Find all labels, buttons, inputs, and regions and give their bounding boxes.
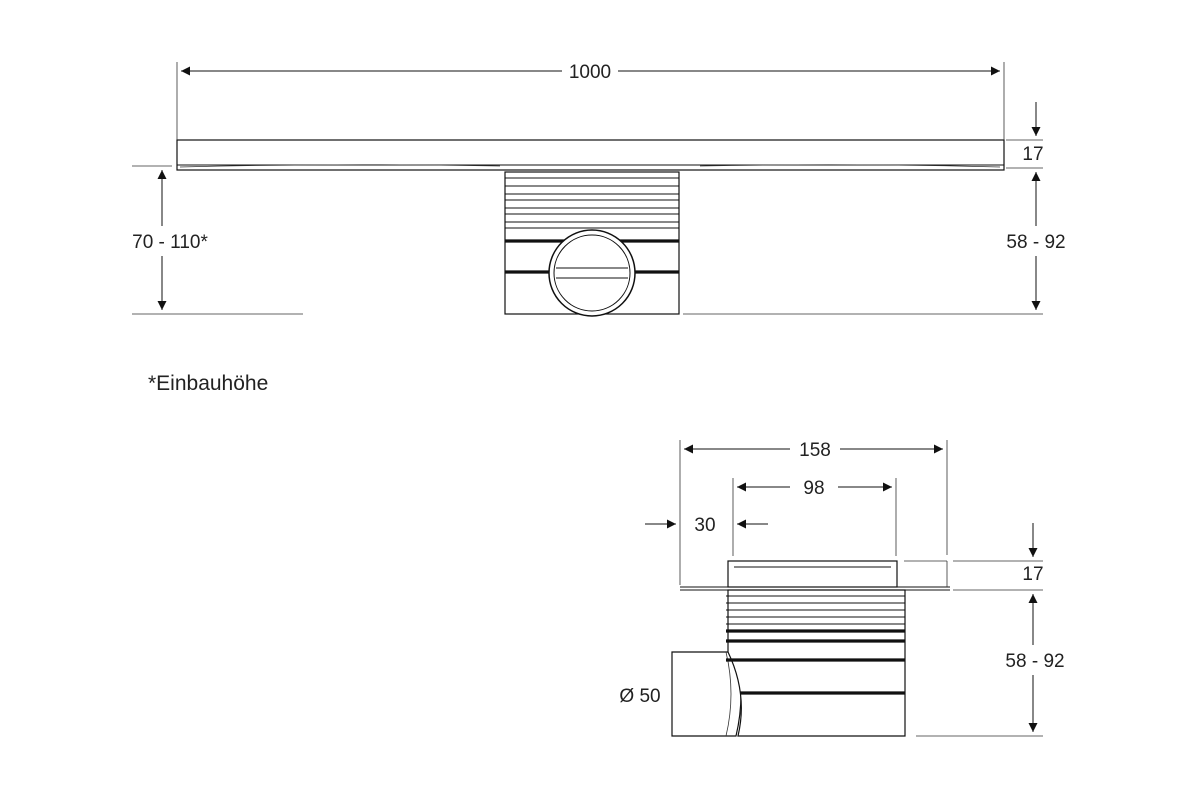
side-view: 158 98 30 17 58 - 92 Ø 50 [619, 440, 1065, 737]
installation-height-note: *Einbauhöhe [148, 372, 268, 395]
dim-width-total-label: 158 [799, 440, 831, 461]
dim-length-label: 1000 [569, 62, 611, 83]
dim-body-front-label: 58 - 92 [1006, 232, 1065, 253]
front-grate [176, 139, 1005, 171]
side-drain-body [726, 589, 906, 737]
front-view: 1000 70 - 110* 17 58 - 92 [132, 62, 1066, 317]
side-grate [680, 560, 950, 591]
dim-grate-side-label: 17 [1022, 564, 1043, 585]
dim-body-side-label: 58 - 92 [1005, 651, 1064, 672]
dim-width-inner-label: 98 [803, 478, 824, 499]
outlet-diameter-label: Ø 50 [619, 686, 660, 707]
dim-install-height-label: 70 - 110* [132, 232, 208, 253]
front-outlet-inner [553, 234, 631, 312]
front-drain-body [504, 171, 680, 317]
side-outlet-pipe [671, 651, 742, 737]
dim-offset-label: 30 [694, 515, 715, 536]
dim-grate-front-label: 17 [1022, 144, 1043, 165]
